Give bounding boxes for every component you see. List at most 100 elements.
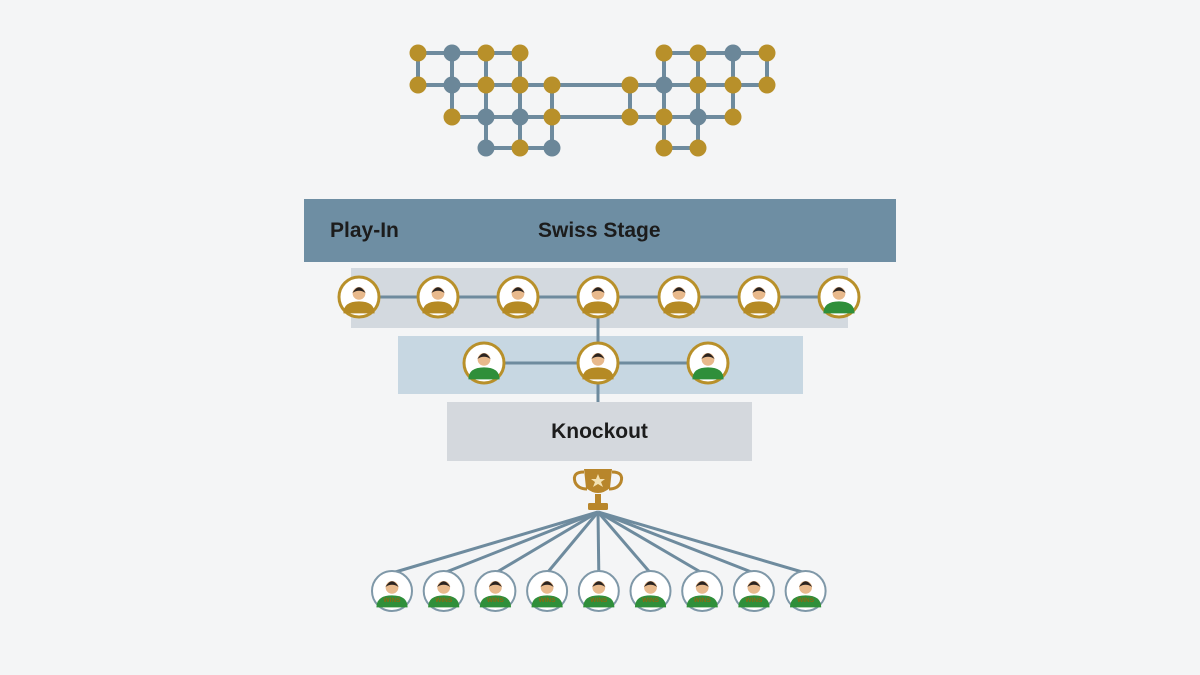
winner-badge-text: WINS [590,597,608,604]
graph-node [621,108,639,126]
player-avatar [337,275,381,319]
winner-badge-text: WINS [435,597,453,604]
winner-connector [597,510,703,575]
winner-badge-text: WINS [487,597,505,604]
graph-node [543,108,561,126]
winner-badge-text: WINS [642,597,660,604]
winner-connector [494,510,599,575]
player-avatar [657,275,701,319]
graph-node [655,44,673,62]
graph-node [621,76,639,94]
player-avatar [576,341,620,385]
avatar-hair [385,581,399,587]
winner-avatar: WINS [474,570,517,612]
player-avatar [686,341,730,385]
avatar-hair [591,287,605,293]
avatar-shirt [428,595,460,608]
graph-node [443,44,461,62]
graph-node [689,76,707,94]
player-avatar [496,275,540,319]
graph-node [477,44,495,62]
avatar-shirt [582,301,614,314]
avatar-shirt [686,595,718,608]
graph-node [443,76,461,94]
winner-avatar: WINS [422,570,465,612]
avatar-hair [437,581,451,587]
avatar-hair [592,581,606,587]
graph-node [443,108,461,126]
swiss-stage-label: Swiss Stage [538,219,661,242]
graph-node [477,139,495,157]
avatar-shirt [583,595,615,608]
winner-avatar: WINS [784,570,827,612]
graph-node [655,139,673,157]
player-avatar [737,275,781,319]
graph-node [724,76,742,94]
winner-avatar: WINS [732,570,775,612]
avatar-shirt [582,367,614,380]
player-avatar [576,275,620,319]
avatar-shirt [663,301,695,314]
avatar-hair [488,581,502,587]
avatar-hair [695,581,709,587]
avatar-shirt [479,595,511,608]
winner-badge-text: WINS [694,597,712,604]
avatar-hair [701,353,715,359]
trophy-star [591,474,605,487]
avatar-shirt [692,367,724,380]
avatar-shirt [343,301,375,314]
winner-connector [443,510,599,575]
avatar-hair [431,287,445,293]
winner-connector [597,510,807,575]
avatar-hair [591,353,605,359]
avatar-shirt [531,595,563,608]
avatar-shirt [468,367,500,380]
winner-avatar: WINS [577,570,620,612]
swiss-stage-player-row [337,275,861,319]
graph-node [758,76,776,94]
graph-node [724,44,742,62]
bracket-network-graph [409,44,776,157]
avatar-hair [747,581,761,587]
graph-node [655,76,673,94]
player-avatar [416,275,460,319]
winner-avatar: WINS [629,570,672,612]
winner-avatar: WINS [526,570,569,612]
graph-node [758,44,776,62]
avatar-shirt [790,595,822,608]
graph-node [655,108,673,126]
graph-node [477,76,495,94]
avatar-hair [511,287,525,293]
player-avatar [817,275,861,319]
graph-node [689,108,707,126]
avatar-shirt [376,595,408,608]
trophy-handle-right [608,470,624,491]
winner-badge-text: WINS [797,597,815,604]
avatar-shirt [634,595,667,608]
avatar-shirt [738,595,770,608]
avatar-shirt [422,301,454,314]
winner-badge-text: WINS [539,597,557,604]
winner-connector [596,511,652,574]
avatar-shirt [823,301,855,314]
avatar-hair [799,581,813,587]
winner-connector [597,510,755,575]
graph-node [543,139,561,157]
winner-connector-lines [391,510,807,575]
trophy-icon [572,469,624,510]
graph-node [409,76,427,94]
play-in-label: Play-In [330,219,399,242]
avatar-hair [477,353,491,359]
avatar-hair [352,287,366,293]
trophy-base [588,503,608,510]
graph-node [543,76,561,94]
trophy-stem [595,494,601,503]
trophy-handle-left [572,470,588,491]
avatar-hair [752,287,766,293]
playoff-player-row [462,341,730,385]
avatar-hair [643,581,658,587]
stage-header-bar [304,199,896,262]
player-avatar [462,341,506,385]
